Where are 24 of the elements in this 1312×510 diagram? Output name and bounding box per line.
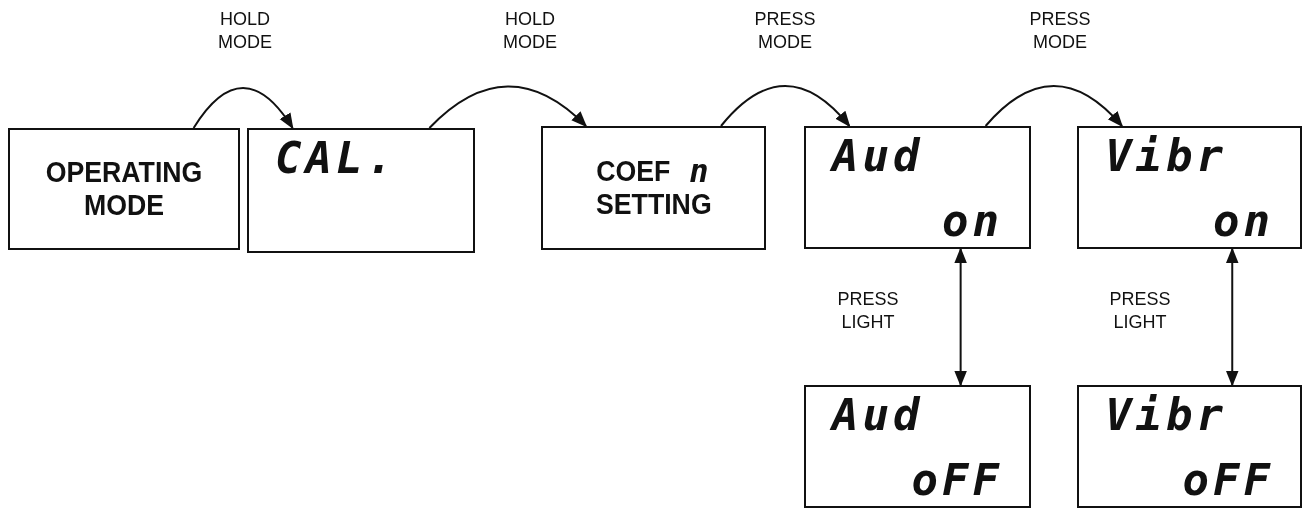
display-box	[804, 385, 1031, 508]
segment-display-text: oFF	[911, 458, 1003, 502]
mode-label: OPERATING MODE	[44, 155, 204, 223]
segment-display-text: Vibr	[1105, 134, 1227, 178]
segment-display-text: oFF	[1182, 458, 1274, 502]
mode-label: SETTING	[595, 188, 712, 222]
arrow	[428, 85, 588, 129]
display-box	[1077, 126, 1302, 249]
display-box	[8, 128, 240, 250]
display-box	[541, 126, 766, 250]
segment-display-text: on	[1213, 199, 1274, 243]
arrow	[954, 247, 968, 387]
display-box	[247, 128, 475, 253]
segment-display-text: on	[942, 199, 1003, 243]
segment-display-text: CAL.	[275, 136, 397, 180]
arrow	[1225, 247, 1239, 387]
mode-label: COEF	[594, 154, 671, 188]
segment-display-text: n	[689, 155, 713, 188]
display-box	[804, 126, 1031, 249]
arrow	[984, 85, 1124, 128]
display-box	[1077, 385, 1302, 508]
segment-display-text: Vibr	[1105, 393, 1227, 437]
arrow	[192, 87, 294, 130]
arrow	[720, 85, 851, 128]
